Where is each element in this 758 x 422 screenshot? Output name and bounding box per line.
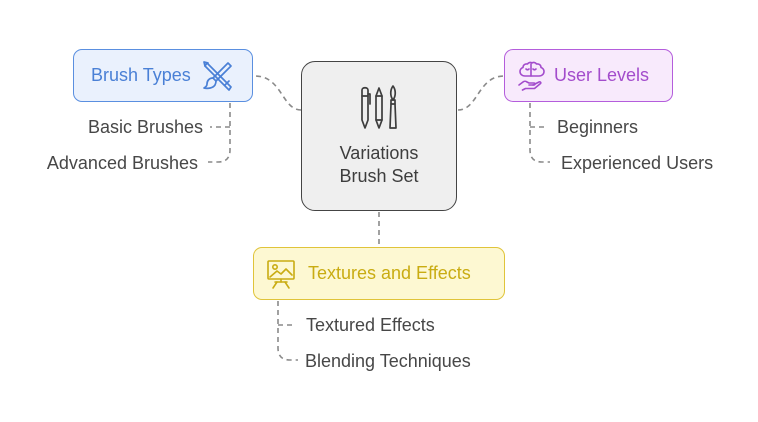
leaf-textured-effects: Textured Effects [306,315,435,335]
paintbrush-pencil-icon [201,59,235,93]
branch-user-levels-label: User Levels [554,65,650,85]
center-title-line-2: Brush Set [339,166,419,186]
leaf-experienced-users: Experienced Users [561,153,714,173]
brain-hand-icon [516,61,546,91]
center-node[interactable]: Variations Brush Set [301,61,457,211]
branch-user-levels[interactable]: User Levels [504,49,673,102]
leaf-blending-techniques: Blending Techniques [305,351,471,371]
branch-textures-effects[interactable]: Textures and Effects [253,247,505,300]
center-title-line-1: Variations [339,143,419,163]
branch-textures-label: Textures and Effects [308,263,471,283]
brush-pencil-set-icon [357,84,401,134]
branch-brush-types[interactable]: Brush Types [73,49,253,102]
leaf-advanced-brushes: Advanced Brushes [46,153,198,173]
branch-brush-types-label: Brush Types [91,65,191,85]
leaf-basic-brushes: Basic Brushes [87,117,203,137]
leaf-beginners: Beginners [557,117,639,137]
easel-image-icon [266,258,296,290]
